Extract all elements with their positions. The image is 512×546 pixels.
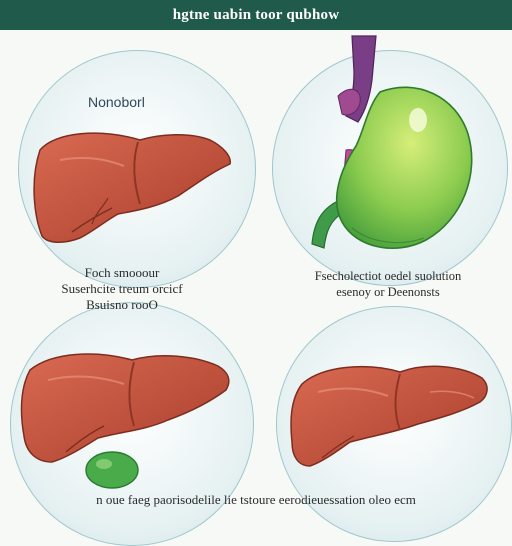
illustration-canvas bbox=[20, 35, 488, 489]
caption-top-left-line1: Foch smooour bbox=[84, 265, 160, 280]
caption-top-left-line3: Bsuisno rooO bbox=[86, 297, 158, 312]
caption-top-left: Foch smooour Suserhcite treum orcicf Bsu… bbox=[22, 265, 222, 313]
panel-tag-top-left: Nonoborl bbox=[88, 94, 145, 110]
liver-bottom-left-illustration bbox=[20, 353, 230, 489]
gallbladder-top-right-illustration bbox=[311, 35, 473, 250]
header-title: hgtne uabin toor qubhow bbox=[172, 6, 340, 23]
caption-top-left-line2: Suserhcite treum orcicf bbox=[61, 281, 183, 296]
caption-top-right-line1: Fsecholectiot oedel suolution bbox=[314, 269, 462, 283]
liver-top-left-illustration bbox=[33, 132, 231, 243]
caption-footer: n oue faeg paorisodelile lie tstoure eer… bbox=[0, 492, 512, 508]
liver-bottom-right-illustration bbox=[290, 365, 488, 467]
caption-footer-text: n oue faeg paorisodelile lie tstoure eer… bbox=[96, 492, 416, 507]
header-bar: hgtne uabin toor qubhow bbox=[0, 0, 512, 30]
caption-top-right: Fsecholectiot oedel suolution esenoy or … bbox=[282, 268, 494, 300]
caption-top-right-line2: esenoy or Deenonsts bbox=[336, 285, 440, 299]
